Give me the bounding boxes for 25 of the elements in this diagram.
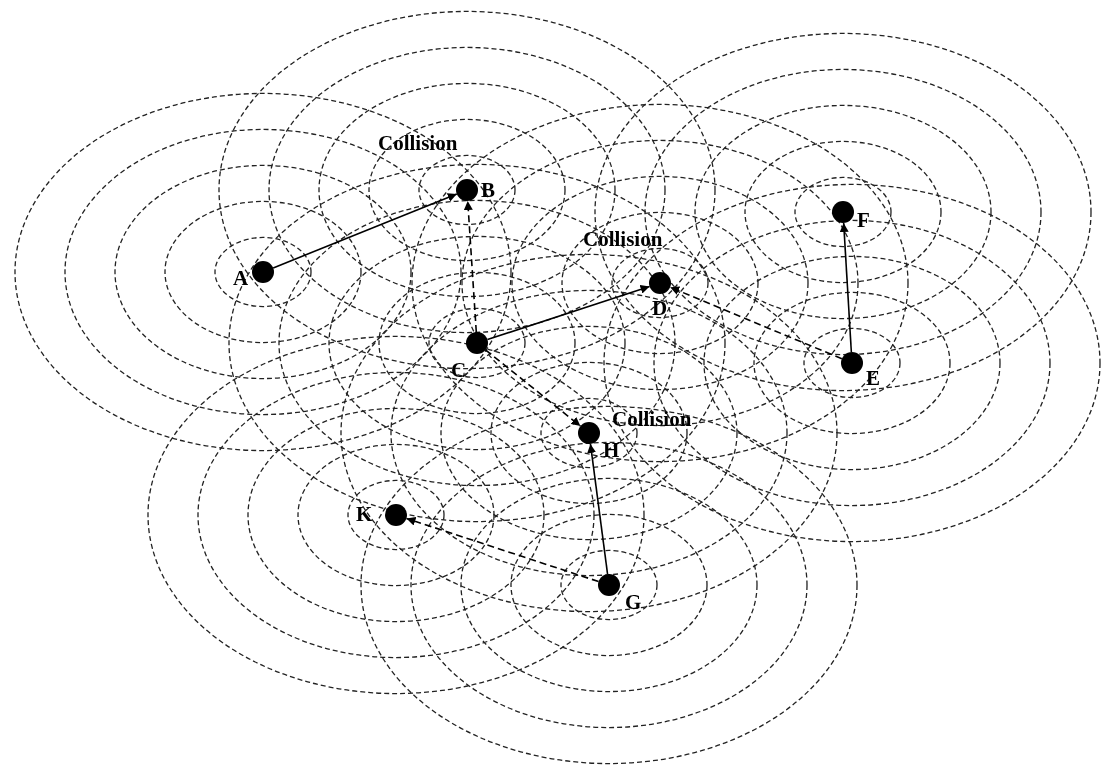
- node-dot: [649, 272, 671, 294]
- arrow: [839, 222, 853, 353]
- arrow: [669, 286, 843, 360]
- node-letter: H: [603, 439, 620, 461]
- node-dot: [578, 422, 600, 444]
- node-letter: G: [625, 591, 642, 613]
- arrow: [272, 193, 458, 269]
- arrow: [486, 284, 651, 341]
- node-letter: A: [233, 267, 249, 289]
- node-dot: [598, 574, 620, 596]
- node-letter: E: [866, 367, 880, 389]
- node-letter: F: [857, 209, 870, 231]
- node-letter: K: [356, 503, 373, 525]
- node-dot: [385, 504, 407, 526]
- arrow: [463, 200, 478, 333]
- arrow: [484, 349, 582, 427]
- node-dot: [466, 332, 488, 354]
- arrow: [587, 443, 609, 575]
- node-dot: [456, 179, 478, 201]
- node-dot: [841, 352, 863, 374]
- node-letter: D: [652, 297, 668, 319]
- node-letter: B: [481, 179, 495, 201]
- node-dot: [832, 201, 854, 223]
- arrow: [405, 516, 600, 583]
- node-dot: [252, 261, 274, 283]
